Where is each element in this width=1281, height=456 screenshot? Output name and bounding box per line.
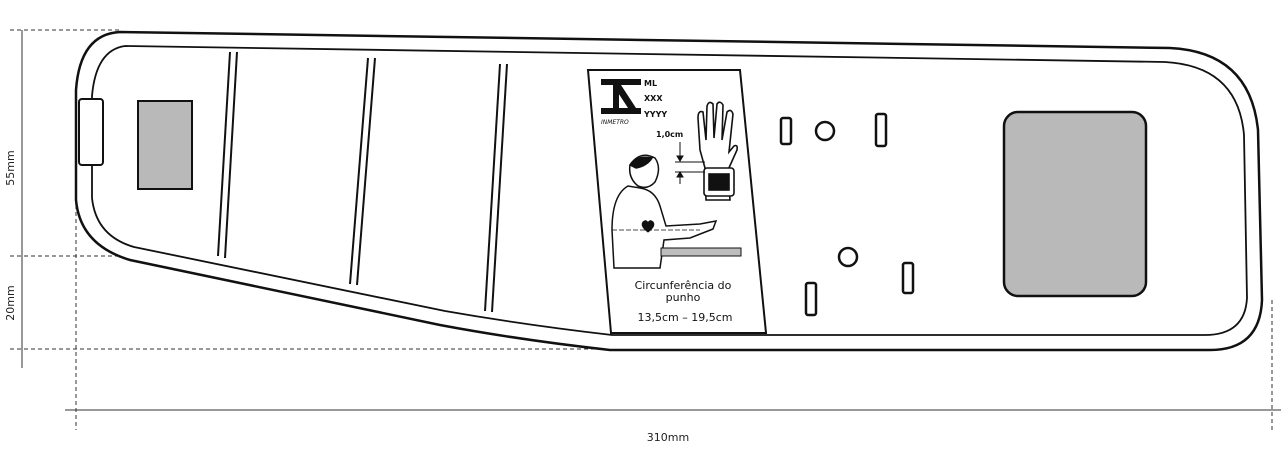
- fasteners: [779, 112, 915, 317]
- heart-icon: [641, 220, 655, 233]
- dimension-height-lower: 20mm: [4, 285, 17, 320]
- caption-line-2: punho: [666, 291, 701, 304]
- mark-line-2: XXX: [644, 94, 663, 103]
- mark-line-1: ML: [644, 79, 657, 88]
- cuff-tab: [78, 98, 104, 166]
- distance-label: 1,0cm: [656, 130, 683, 139]
- velcro-patch-left: [137, 100, 193, 190]
- dimension-lines: [10, 29, 1281, 430]
- distance-marker: [675, 142, 705, 184]
- inmetro-logo: [601, 79, 641, 114]
- person-icon: [611, 154, 718, 269]
- range-label: 13,5cm – 19,5cm: [637, 311, 732, 324]
- table-surface: [660, 247, 742, 257]
- dimension-length: 310mm: [647, 431, 689, 444]
- velcro-patch-right: [1002, 110, 1148, 298]
- wrist-hand-icon: [697, 101, 738, 201]
- mark-line-3: YYYY: [643, 110, 667, 119]
- panel-dividers: [217, 51, 508, 313]
- inmetro-logo-text: INMETRO: [601, 119, 629, 126]
- caption-line-1: Circunferência do: [635, 279, 732, 292]
- dimension-height-upper: 55mm: [4, 150, 17, 185]
